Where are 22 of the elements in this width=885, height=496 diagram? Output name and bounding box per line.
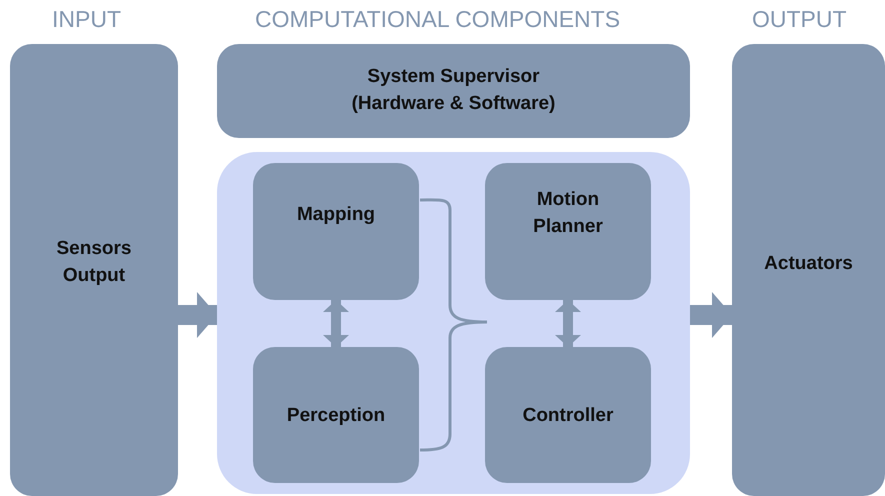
arrow xyxy=(555,300,581,347)
box-label: Mapping xyxy=(296,203,376,228)
box-label: Perception xyxy=(286,404,386,428)
box-label: Controller xyxy=(522,404,614,428)
component-box xyxy=(485,347,651,483)
column-heading: COMPUTATIONAL COMPONENTS xyxy=(255,6,620,33)
column-box xyxy=(732,44,885,496)
column-box xyxy=(10,44,178,496)
arrow xyxy=(323,300,349,347)
group-panel xyxy=(217,152,690,494)
component-box xyxy=(485,163,651,300)
arrow xyxy=(690,292,732,338)
box-label: System Supervisor (Hardware & Software) xyxy=(350,65,556,116)
box-label: Motion Planner xyxy=(532,188,604,238)
component-box xyxy=(253,163,419,300)
box-label: Sensors Output xyxy=(56,237,132,288)
box-label: Actuators xyxy=(764,252,853,276)
arrow xyxy=(178,292,217,338)
component-box xyxy=(253,347,419,483)
column-heading: INPUT xyxy=(52,6,121,33)
column-box xyxy=(217,44,690,138)
column-heading: OUTPUT xyxy=(752,6,847,33)
